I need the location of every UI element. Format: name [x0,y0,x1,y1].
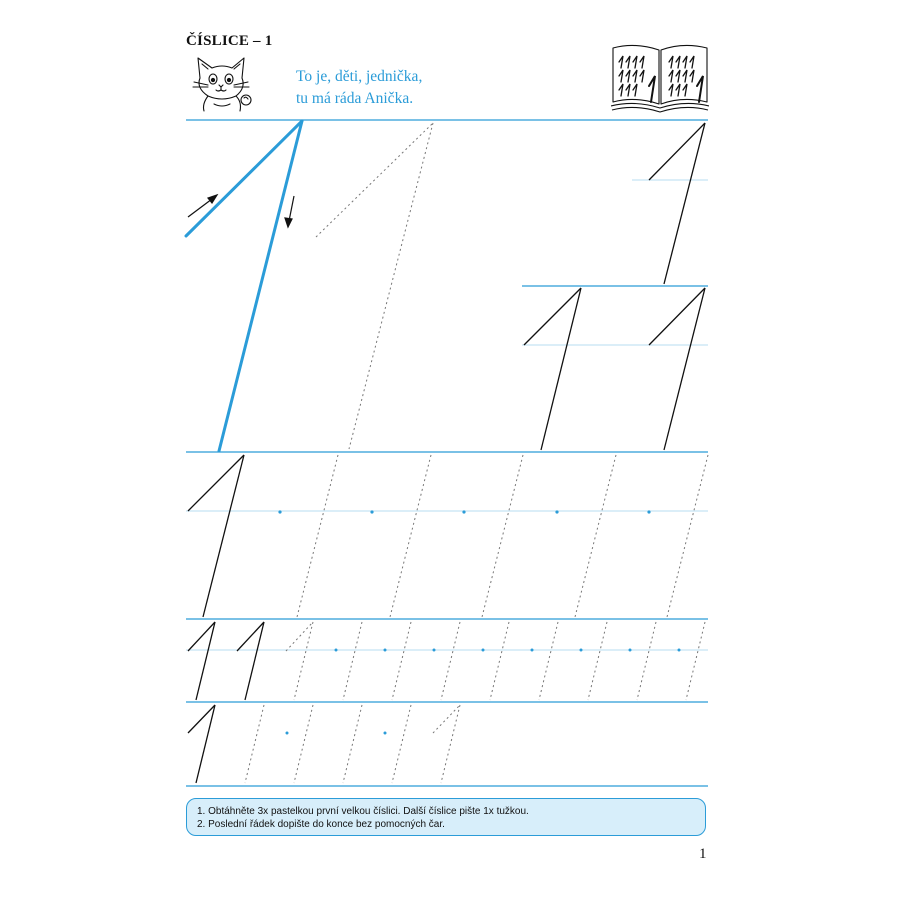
row5-start-dots [285,731,387,735]
row4-start-dots [334,648,681,652]
big-solid-one [648,122,706,285]
arrow-up-right-icon [187,193,219,218]
instruction-1: 1. Obtáhněte 3x pastelkou první velkou č… [197,806,529,817]
row5-solid-one [187,704,216,784]
big-traceable-one [315,122,434,450]
arrow-down-icon [284,195,295,229]
rhyme-line-2: tu má ráda Anička. [296,90,414,107]
row3-start-dots [278,510,651,514]
open-book-with-ones-icon [611,44,709,113]
ruling-lines [186,119,708,787]
instruction-2: 2. Poslední řádek dopište do konce bez p… [197,819,445,830]
model-digit-one [184,119,304,453]
medium-ones [187,287,706,618]
row5-traceable-ones [244,704,461,784]
row4-small-ones [187,621,265,701]
rhyme: To je, děti, jednička, tu má ráda Anička… [296,66,422,110]
page-number: 1 [699,846,707,862]
row3-slant-guides [296,454,709,618]
cat-illustration-icon [192,57,252,112]
instructions-box: 1. Obtáhněte 3x pastelkou první velkou č… [186,798,706,836]
rhyme-line-1: To je, děti, jednička, [296,68,423,85]
guide-lines [186,179,708,651]
worksheet-title: ČÍSLICE – 1 [186,33,273,49]
row4-traceable-ones [285,621,706,701]
